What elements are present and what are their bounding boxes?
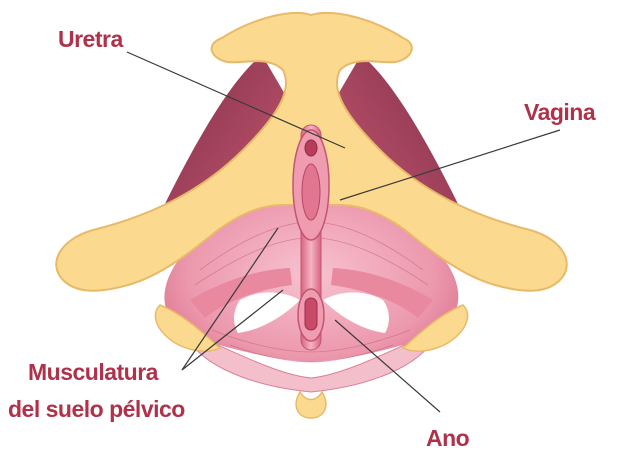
urethra-opening — [305, 140, 317, 156]
vagina-inner — [302, 164, 320, 220]
coccyx-bone — [296, 392, 326, 418]
ano-label: Ano — [426, 425, 469, 451]
musculatura-label-line2: del suelo pélvico — [8, 396, 185, 422]
uretra-label: Uretra — [58, 26, 123, 52]
vagina-label: Vagina — [524, 99, 595, 125]
musculatura-label-line1: Musculatura — [28, 359, 158, 385]
anus-inner — [305, 298, 317, 330]
